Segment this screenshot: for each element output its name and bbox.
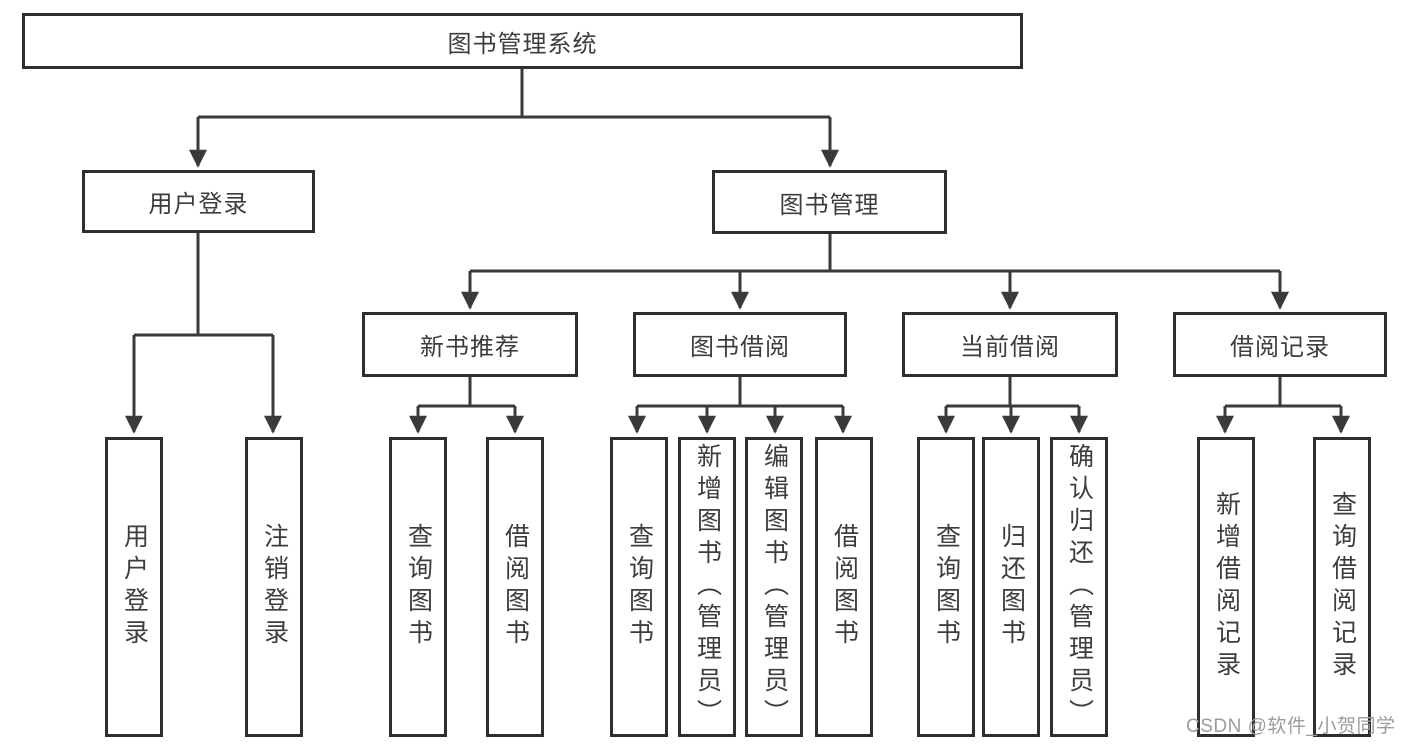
node-br-add-record: 新增借阅记录 — [1197, 437, 1255, 737]
node-label: 图书管理系统 — [447, 30, 598, 58]
node-label: 查询借阅记录 — [1328, 491, 1357, 683]
node-bb-borrow-book: 借阅图书 — [815, 437, 873, 737]
node-label: 借阅记录 — [1230, 334, 1330, 361]
node-bb-edit-book: 编辑图书（管理员） — [745, 437, 803, 737]
node-label: 新书推荐 — [420, 334, 520, 361]
node-ul-user-login: 用户登录 — [105, 437, 163, 737]
node-cb-query-book: 查询图书 — [917, 437, 975, 737]
node-ul-logout: 注销登录 — [245, 437, 303, 737]
node-label: 当前借阅 — [960, 334, 1060, 361]
watermark: CSDN @软件_小贺同学 — [1186, 716, 1396, 737]
node-user-login: 用户登录 — [82, 170, 315, 233]
node-label: 归还图书 — [997, 523, 1026, 651]
node-label: 图书借阅 — [690, 334, 790, 361]
node-label: 查询图书 — [625, 523, 654, 651]
node-label: 查询图书 — [932, 523, 961, 651]
node-label: 新增图书（管理员） — [693, 443, 722, 731]
node-label: 借阅图书 — [501, 523, 530, 651]
node-current-borrow: 当前借阅 — [902, 312, 1118, 377]
node-label: 新增借阅记录 — [1212, 491, 1241, 683]
node-book-borrow: 图书借阅 — [633, 312, 847, 377]
node-label: 查询图书 — [404, 523, 433, 651]
node-label: 注销登录 — [260, 523, 289, 651]
node-bb-add-book: 新增图书（管理员） — [678, 437, 736, 737]
node-label: 图书管理 — [779, 191, 880, 219]
node-borrow-records: 借阅记录 — [1173, 312, 1387, 377]
node-cb-confirm-return: 确认归还（管理员） — [1050, 437, 1108, 737]
node-label: 用户登录 — [148, 191, 249, 218]
node-label: 编辑图书（管理员） — [760, 443, 789, 731]
node-label: 确认归还（管理员） — [1065, 443, 1094, 731]
node-label: 借阅图书 — [830, 523, 859, 651]
node-nb-borrow-book: 借阅图书 — [486, 437, 544, 737]
node-root: 图书管理系统 — [22, 13, 1023, 69]
node-bb-query-book: 查询图书 — [610, 437, 668, 737]
node-br-query-record: 查询借阅记录 — [1313, 437, 1371, 737]
node-cb-return-book: 归还图书 — [982, 437, 1040, 737]
node-label: 用户登录 — [120, 523, 149, 651]
node-new-book-rec: 新书推荐 — [362, 312, 578, 377]
node-book-mgmt: 图书管理 — [712, 170, 947, 234]
node-nb-query-book: 查询图书 — [389, 437, 447, 737]
